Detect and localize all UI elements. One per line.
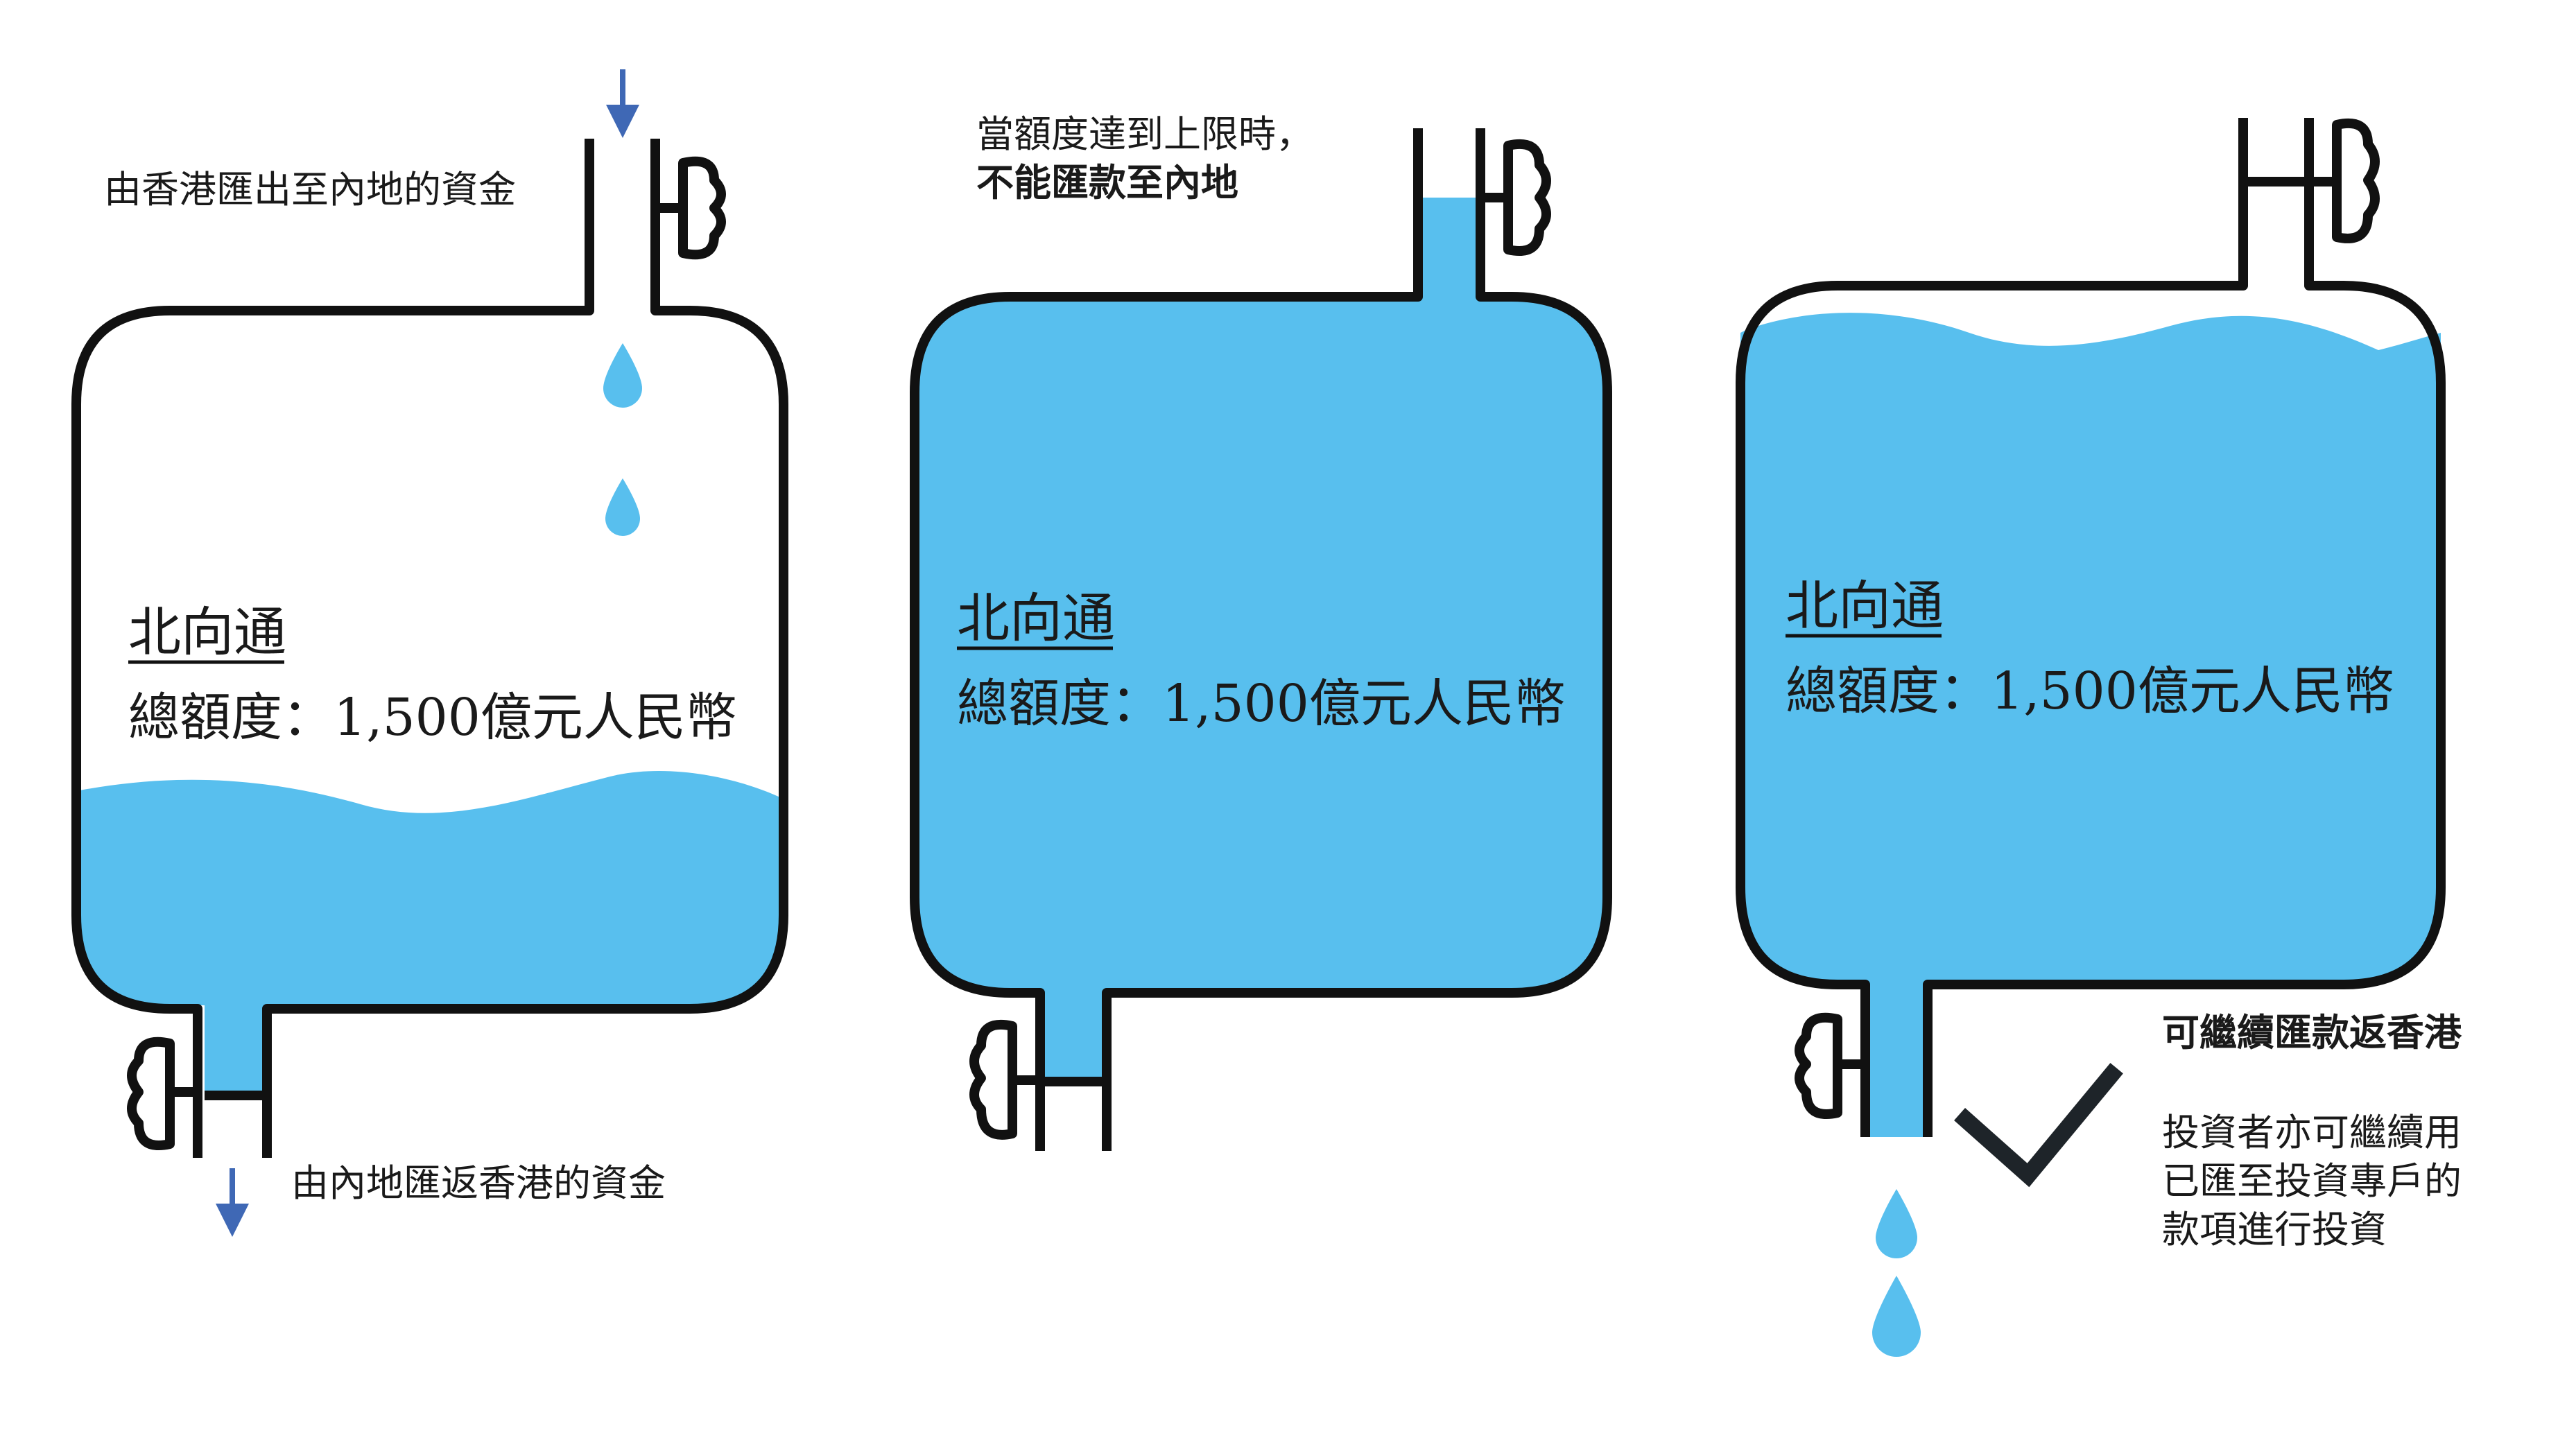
tank-3-droplet-icon [1872, 1276, 1921, 1357]
tank-1-bottom-label: 由內地匯返香港的資金 [291, 1161, 666, 1205]
tank-1-bottom-valve-icon [127, 1037, 198, 1150]
tank-3-side-line3: 款項進行投資 [2162, 1208, 2387, 1251]
tank-1-water [80, 770, 780, 1005]
tank-3-top-valve-icon [2309, 118, 2380, 243]
tank-3-quota: 總額度：1,500億元人民幣 [1786, 661, 2394, 721]
tank-2-quota: 總額度：1,500億元人民幣 [957, 674, 1566, 734]
tank-3-droplet-icon [1876, 1189, 1917, 1258]
tank-3-side-line2: 已匯至投資專戶的 [2162, 1159, 2462, 1203]
tank-3-bottom-valve-icon [1795, 1012, 1865, 1119]
tank-2: 當額度達到上限時， 不能匯款至內地 北向通 總額度：1,500億元人民幣 [910, 112, 1612, 1151]
tank-3-water [1740, 313, 2441, 1138]
tank-1-droplet-icon [603, 343, 642, 408]
tank-2-top-label-line2: 不能匯款至內地 [976, 161, 1238, 205]
tank-1-outline [71, 139, 788, 1158]
tank-3-side-heading: 可繼續匯款返香港 [2162, 1011, 2462, 1055]
tank-2-bottom-valve-icon [969, 1019, 1040, 1140]
tank-2-top-valve-icon [1480, 139, 1551, 256]
tank-1-title: 北向通 [128, 601, 286, 663]
tank-3-outline [1736, 118, 2446, 1137]
tank-3: 北向通 總額度：1,500億元人民幣 可繼續匯款返香港 投資者亦可繼續用 已匯至… [1736, 118, 2462, 1357]
tank-2-outline [910, 128, 1612, 1151]
tank-1-top-valve-icon [655, 156, 726, 260]
tank-1-pipe-water [205, 998, 267, 1095]
tank-3-title: 北向通 [1786, 575, 1944, 636]
tank-2-top-label-line1: 當額度達到上限時， [976, 112, 1313, 156]
tank-2-title: 北向通 [957, 587, 1115, 649]
tank-1: 由香港匯出至內地的資金 由內地匯返香港的資金 北向通 總額度：1,500億元人民… [71, 69, 788, 1237]
tank-1-top-label: 由香港匯出至內地的資金 [104, 168, 516, 211]
checkmark-icon [1954, 1063, 2123, 1188]
tank-3-side-line1: 投資者亦可繼續用 [2162, 1111, 2462, 1154]
tank-2-water [915, 198, 1607, 1082]
tank-1-quota: 總額度：1,500億元人民幣 [128, 688, 737, 747]
tank-1-droplet-icon [605, 478, 640, 536]
